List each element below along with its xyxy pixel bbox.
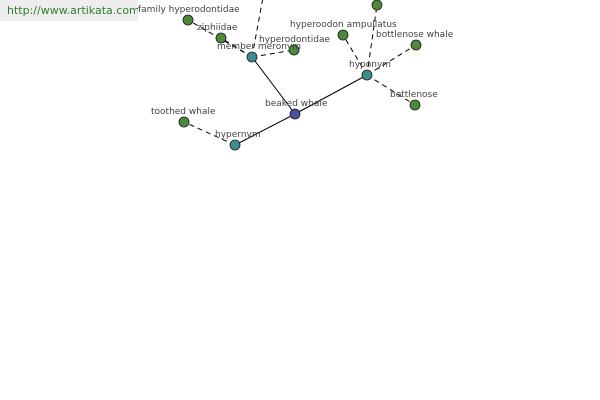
edge-member-meronym-ziphiidae <box>220 37 253 58</box>
label-bottlenose-whale[interactable]: bottlenose whale <box>376 30 454 40</box>
node-hyperodontidae[interactable] <box>288 44 300 56</box>
node-hyponym[interactable] <box>361 69 373 81</box>
edge-hyponym-bottlenose-whale <box>366 44 417 76</box>
graph-nodes <box>178 0 422 151</box>
edge-hyponym-bottlenose <box>366 74 416 106</box>
site-url-banner[interactable]: http://www.artikata.com <box>0 0 138 21</box>
label-ziphiidae[interactable]: ziphiidae <box>197 23 238 33</box>
edge-beaked-whale-member-meronym <box>251 56 296 115</box>
node-hyponym-top-leaf[interactable] <box>371 0 383 11</box>
node-beaked-whale[interactable] <box>289 108 301 120</box>
label-hyperodontidae[interactable]: hyperodontidae <box>259 35 330 45</box>
label-hypernym[interactable]: hypernym <box>215 130 261 140</box>
label-member-meronym[interactable]: member meronym <box>217 42 301 52</box>
label-hyperoodon-ampullatus[interactable]: hyperoodon ampullatus <box>290 20 397 30</box>
edge-hypernym-toothed-whale <box>183 121 236 146</box>
node-bottlenose[interactable] <box>409 99 421 111</box>
graph-labels: beaked whale hypernym toothed whale member … <box>138 5 454 140</box>
edge-beaked-whale-hypernym <box>234 113 296 146</box>
node-toothed-whale[interactable] <box>178 116 190 128</box>
node-member-meronym[interactable] <box>246 51 258 63</box>
edge-member-meronym-hyperodontidae <box>251 49 295 58</box>
node-family-hyperodontidae[interactable] <box>182 14 194 26</box>
label-beaked-whale[interactable]: beaked whale <box>265 99 328 109</box>
node-bottlenose-whale[interactable] <box>410 39 422 51</box>
label-toothed-whale[interactable]: toothed whale <box>151 107 216 117</box>
node-ziphiidae[interactable] <box>215 32 227 44</box>
node-hypernym[interactable] <box>229 139 241 151</box>
label-family-hyperodontidae[interactable]: family hyperodontidae <box>138 5 240 15</box>
label-bottlenose[interactable]: bottlenose <box>390 90 438 100</box>
edge-member-meronym-meronym-offscreen <box>251 0 264 58</box>
node-hyperoodon-ampullatus[interactable] <box>337 29 349 41</box>
edge-hyponym-hyponym-top-leaf <box>366 4 378 76</box>
edge-beaked-whale-hyponym <box>294 74 368 115</box>
edge-hyponym-hyperoodon-ampullatus <box>342 34 368 76</box>
label-hyponym[interactable]: hyponym <box>349 60 391 70</box>
graph-edges <box>183 0 417 146</box>
